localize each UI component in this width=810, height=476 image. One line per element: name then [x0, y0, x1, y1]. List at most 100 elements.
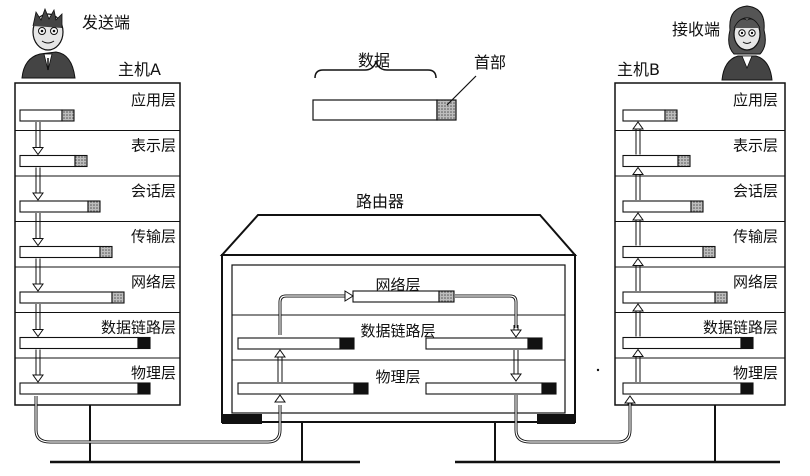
router-port-left — [222, 414, 262, 424]
trailer-block — [541, 382, 557, 395]
data-block — [352, 290, 440, 303]
host-b-up-arrow — [632, 348, 644, 382]
arrow-head — [32, 374, 44, 383]
trailer-block — [339, 337, 355, 350]
router-layer-label: 物理层 — [375, 368, 420, 386]
router-up-arrow — [274, 349, 286, 382]
data-block — [19, 245, 101, 259]
host-b-layer-label: 应用层 — [733, 91, 778, 109]
host-a-layer-label: 应用层 — [131, 91, 176, 109]
legend-data-label: 数据 — [358, 51, 390, 70]
sender-person-icon — [21, 7, 76, 79]
host-a-layer-label: 网络层 — [131, 273, 176, 291]
data-paths — [34, 290, 636, 444]
path-router-down-inner — [455, 295, 517, 328]
router-layer-label: 数据链路层 — [360, 322, 435, 340]
data-block — [622, 154, 679, 168]
header-block — [99, 245, 113, 259]
host-b-label: 主机B — [617, 60, 660, 79]
host-a-layer-label: 物理层 — [131, 364, 176, 382]
header-block — [664, 109, 678, 122]
host-a-down-arrow — [32, 258, 44, 292]
header-block — [677, 154, 691, 168]
router-roof — [219, 214, 578, 256]
data-block — [622, 382, 742, 395]
arrow-head — [274, 349, 286, 358]
trailer-block — [137, 336, 151, 350]
host-b-layer-label: 网络层 — [733, 273, 778, 291]
host-b-layer-data-unit — [622, 109, 678, 122]
router-layer-label: 网络层 — [375, 276, 420, 294]
legend — [312, 59, 477, 121]
path-router-to-host-b-inner — [515, 395, 631, 443]
arrow-head — [274, 394, 286, 403]
host-a-layer-data-unit — [19, 200, 101, 213]
host-a-layer-label: 数据链路层 — [101, 319, 176, 337]
host-a-box — [14, 82, 181, 406]
header-block — [111, 291, 125, 304]
header-block — [61, 109, 75, 122]
legend-data-brace — [314, 59, 437, 79]
data-block — [237, 382, 355, 395]
host-a-layer-data-unit — [19, 382, 151, 395]
header-block — [438, 290, 455, 303]
host-b-layer-data-unit — [622, 336, 754, 350]
data-block — [19, 109, 63, 122]
data-block — [425, 382, 543, 395]
sender-label: 发送端 — [82, 13, 130, 32]
host-a-layer-label: 表示层 — [131, 137, 176, 155]
host-b-layer-label: 物理层 — [733, 364, 778, 382]
header-block — [87, 200, 101, 213]
router-physical-data-unit-right — [425, 382, 557, 395]
host-a-layer-data-unit — [19, 245, 113, 259]
data-block — [622, 245, 704, 259]
arrow-head — [632, 257, 644, 266]
router-down-arrow — [510, 325, 522, 338]
data-block — [622, 200, 692, 213]
trailer-block — [137, 382, 151, 395]
host-a-label: 主机A — [118, 60, 161, 79]
arrow-head — [344, 290, 354, 302]
router-up-arrow — [274, 394, 286, 403]
host-b-layer-data-unit — [622, 291, 728, 304]
arrow-head — [632, 212, 644, 221]
host-b-layer-data-unit — [622, 154, 691, 168]
data-block — [622, 336, 742, 350]
path-host-a-to-router-inner — [35, 396, 281, 443]
data-block — [19, 200, 89, 213]
host-a-down-arrow — [32, 349, 44, 383]
receiver-person-icon — [721, 5, 773, 81]
arrow-head — [32, 147, 44, 156]
network-cables — [50, 405, 780, 464]
stray-dot — [596, 368, 600, 372]
host-b-up-arrow — [632, 121, 644, 155]
data-block — [622, 291, 716, 304]
header-block — [714, 291, 728, 304]
legend-header-block — [436, 99, 457, 121]
data-block — [19, 336, 139, 350]
host-b-layer-data-unit — [622, 245, 716, 259]
legend-data-block — [312, 99, 438, 121]
trailer-block — [527, 337, 543, 350]
host-a-layer-data-unit — [19, 154, 88, 168]
router-physical-data-unit-left — [237, 382, 369, 395]
host-a-layer-label: 传输层 — [131, 228, 176, 246]
arrow-head — [632, 166, 644, 175]
host-b-layer-label: 表示层 — [733, 137, 778, 155]
arrow-head — [624, 395, 636, 404]
host-b-layer-label: 数据链路层 — [703, 319, 778, 337]
host-a-down-arrow — [32, 304, 44, 338]
host-a-layer-data-unit — [19, 291, 125, 304]
host-b-up-arrow — [632, 257, 644, 291]
arrow-head — [632, 121, 644, 130]
legend-header-label: 首部 — [474, 53, 506, 72]
arrow-head — [632, 348, 644, 357]
host-a-down-arrow — [32, 213, 44, 247]
trailer-block — [740, 382, 754, 395]
host-b-up-arrow — [632, 166, 644, 200]
arrow-head — [32, 329, 44, 338]
